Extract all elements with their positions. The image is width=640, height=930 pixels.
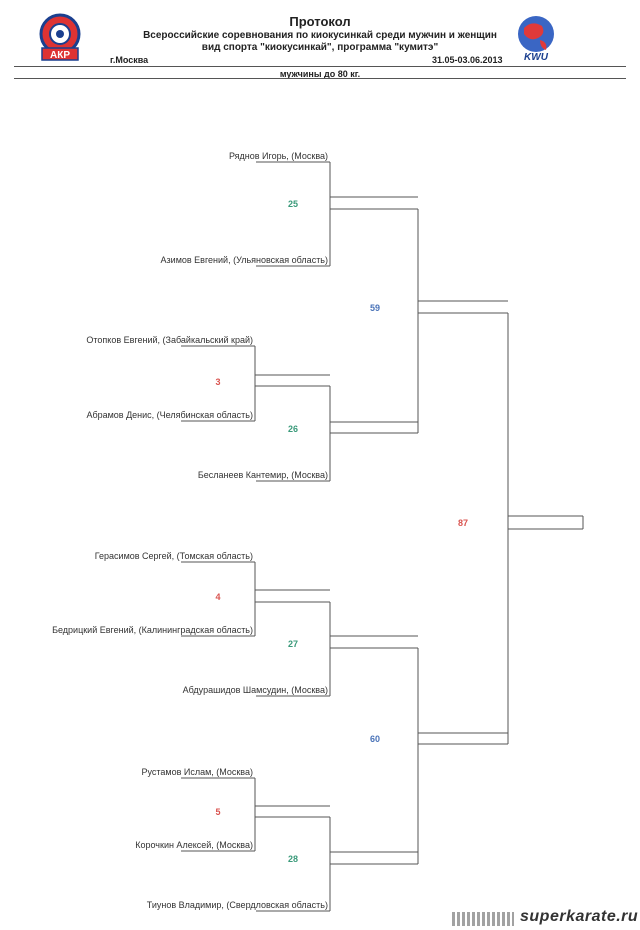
kwu-logo-text: KWU [524, 52, 549, 63]
participant-name: Рустамов Ислам, (Москва) [141, 767, 253, 777]
city: г.Москва [110, 55, 149, 65]
fight-number: 25 [288, 199, 298, 209]
sport-program: вид спорта "киокусинкай", программа "кум… [201, 42, 439, 53]
participant-name: Герасимов Сергей, (Томская область) [95, 551, 253, 561]
page-title: Протокол [289, 14, 351, 29]
fight-number: 5 [215, 807, 220, 817]
fight-number: 3 [215, 377, 220, 387]
weight-category: мужчины до 80 кг. [279, 69, 361, 79]
fight-number: 26 [288, 424, 298, 434]
dates: 31.05-03.06.2013 [432, 55, 503, 65]
akr-logo: АКР [39, 13, 81, 61]
fight-number: 60 [370, 734, 380, 744]
fight-number: 87 [458, 518, 468, 528]
watermark: superkarate.ru [520, 908, 639, 925]
participant-name: Отопков Евгений, (Забайкальский край) [86, 335, 253, 345]
participant-name: Азимов Евгений, (Ульяновская область) [161, 255, 328, 265]
fight-number: 59 [370, 303, 380, 313]
akr-logo-text: АКР [50, 50, 70, 61]
fight-number: 4 [215, 592, 220, 602]
fight-number: 27 [288, 639, 298, 649]
fight-number: 28 [288, 854, 298, 864]
header-divider [14, 66, 626, 67]
participant-name: Тиунов Владимир, (Свердловская область) [147, 900, 328, 910]
competition-title: Всероссийские соревнования по киокусинка… [143, 30, 497, 41]
participant-name: Абдурашидов Шамсудин, (Москва) [183, 685, 328, 695]
watermark-stripes [452, 912, 514, 926]
category-divider [14, 78, 626, 79]
participant-name: Бесланеев Кантемир, (Москва) [198, 470, 328, 480]
participant-name: Абрамов Денис, (Челябинская область) [86, 410, 253, 420]
participant-name: Бедрицкий Евгений, (Калининградская обла… [52, 625, 253, 635]
kwu-logo: KWU [518, 16, 554, 63]
participant-name: Ряднов Игорь, (Москва) [229, 151, 328, 161]
participant-name: Корочкин Алексей, (Москва) [135, 840, 253, 850]
